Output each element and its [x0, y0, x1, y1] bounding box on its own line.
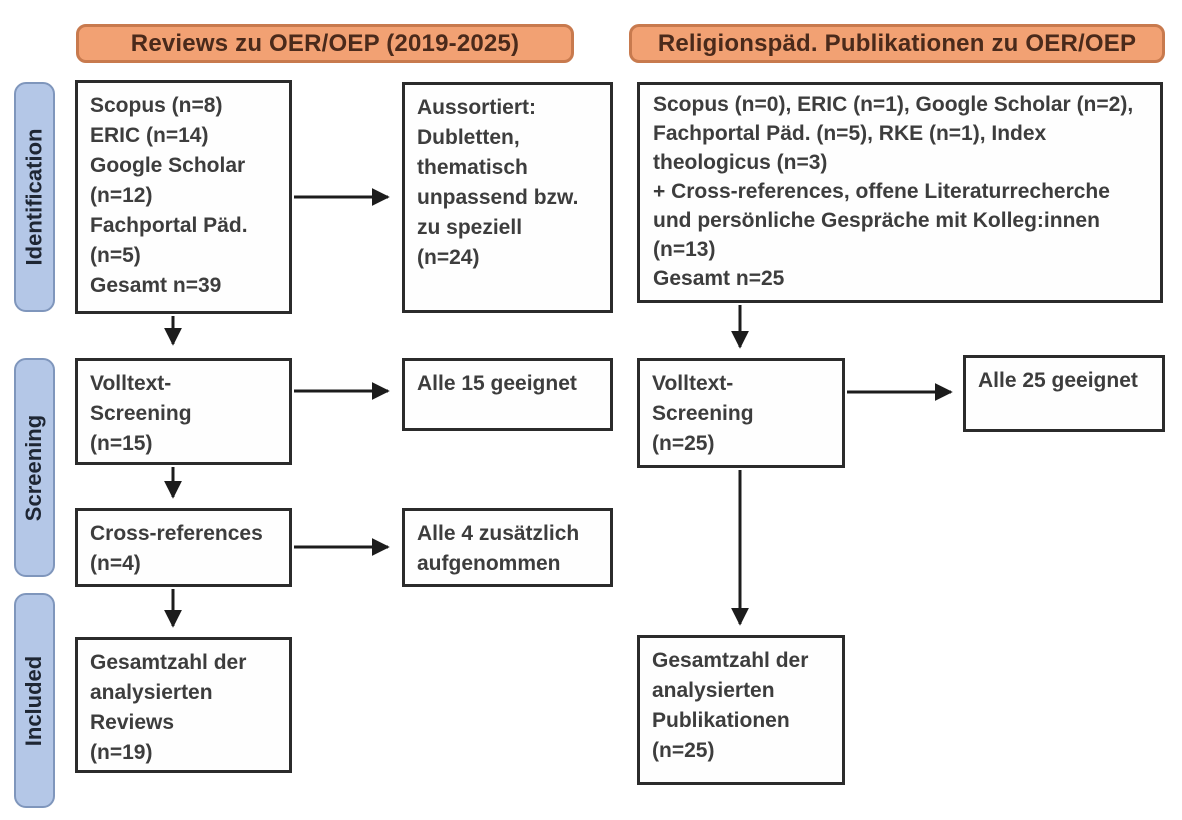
stage-label-screening: Screening	[14, 358, 55, 577]
box-sources-reviews: Scopus (n=8) ERIC (n=14) Google Scholar …	[75, 80, 292, 314]
box-all-4-added: Alle 4 zusätzlich aufgenommen	[402, 508, 613, 587]
box-cross-references: Cross-references (n=4)	[75, 508, 292, 587]
box-fulltext-screening-reviews: Volltext- Screening (n=15)	[75, 358, 292, 465]
box-all-25-suitable: Alle 25 geeignet	[963, 355, 1165, 432]
stage-label-included-text: Included	[21, 655, 47, 746]
stage-label-screening-text: Screening	[21, 414, 47, 521]
box-sources-publications: Scopus (n=0), ERIC (n=1), Google Scholar…	[637, 82, 1163, 303]
box-all-15-suitable: Alle 15 geeignet	[402, 358, 613, 431]
column-header-religionspaed: Religionspäd. Publikationen zu OER/OEP	[629, 24, 1165, 63]
box-excluded: Aussortiert: Dubletten, thematisch unpas…	[402, 82, 613, 313]
stage-label-identification: Identification	[14, 82, 55, 312]
column-header-reviews: Reviews zu OER/OEP (2019-2025)	[76, 24, 574, 63]
stage-label-identification-text: Identification	[21, 128, 47, 266]
box-fulltext-screening-publications: Volltext- Screening (n=25)	[637, 358, 845, 468]
box-total-publications: Gesamtzahl der analysierten Publikatione…	[637, 635, 845, 785]
box-total-reviews: Gesamtzahl der analysierten Reviews (n=1…	[75, 637, 292, 773]
stage-label-included: Included	[14, 593, 55, 808]
